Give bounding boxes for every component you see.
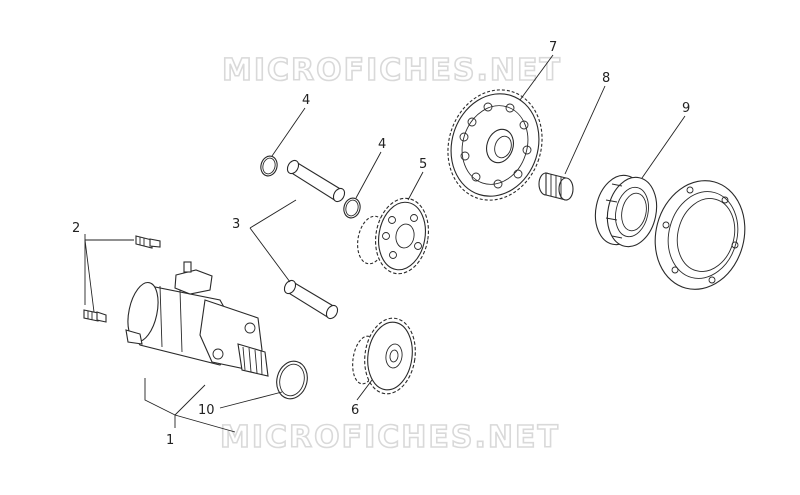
pin-lower xyxy=(283,279,339,320)
leader-lines xyxy=(84,54,686,433)
callout-3: 3 xyxy=(232,217,240,232)
starter-motor xyxy=(125,261,269,377)
callout-8: 8 xyxy=(602,71,610,86)
callout-4-left: 4 xyxy=(302,93,310,108)
gear-5 xyxy=(357,197,429,275)
freewheel-9 xyxy=(594,174,658,248)
callout-2: 2 xyxy=(72,221,80,236)
o-ring-10 xyxy=(276,360,308,400)
gear-7 xyxy=(447,89,543,201)
callout-7: 7 xyxy=(549,40,557,55)
callout-5: 5 xyxy=(419,157,427,172)
flywheel-ring xyxy=(654,180,746,290)
o-ring-4-right xyxy=(343,197,361,219)
watermark-top: MICROFICHES.NET xyxy=(222,53,562,88)
watermark-bottom: MICROFICHES.NET xyxy=(220,420,560,455)
screw-lower xyxy=(83,309,107,323)
callout-1: 1 xyxy=(166,433,174,448)
callout-4-right: 4 xyxy=(378,137,386,152)
needle-bearing-8 xyxy=(538,172,574,201)
screw-upper xyxy=(135,235,161,249)
gear-6 xyxy=(352,317,416,395)
callout-10: 10 xyxy=(198,403,215,418)
callout-labels: 1 2 3 4 4 5 6 7 8 9 10 xyxy=(72,40,690,448)
o-ring-4-left xyxy=(260,155,278,177)
callout-6: 6 xyxy=(351,403,359,418)
pin-upper xyxy=(286,159,346,203)
callout-9: 9 xyxy=(682,101,690,116)
